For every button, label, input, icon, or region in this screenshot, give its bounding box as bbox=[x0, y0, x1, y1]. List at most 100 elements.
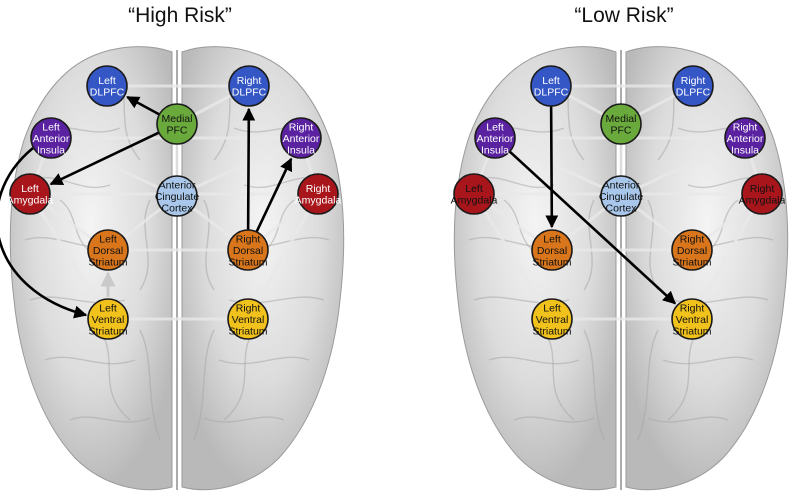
node-label-ramy: Right bbox=[306, 183, 331, 195]
node-label-acc: Cortex bbox=[162, 202, 194, 214]
node-label-rdlpfc: DLPFC bbox=[232, 87, 267, 99]
node-circle-rds bbox=[227, 229, 269, 271]
node-label-lds: Striatum bbox=[532, 256, 571, 268]
node-label-mpfc: Medial bbox=[162, 113, 193, 125]
edge-mpfc-lamy bbox=[49, 131, 160, 186]
node-label-rds: Right bbox=[236, 233, 261, 245]
node-label-mpfc: PFC bbox=[611, 125, 632, 137]
node-label-acc: Anterior bbox=[603, 179, 640, 191]
node-label-ldlpfc: Left bbox=[542, 75, 560, 87]
node-label-lai: Anterior bbox=[477, 133, 514, 145]
node-label-rai: Anterior bbox=[283, 133, 320, 145]
node-circle-lvs bbox=[87, 298, 129, 340]
node-circle-ramy bbox=[741, 173, 783, 215]
node-circle-lamy bbox=[9, 173, 51, 215]
node-label-rds: Striatum bbox=[228, 256, 267, 268]
node-circle-acc bbox=[156, 175, 198, 217]
node-label-lvs: Striatum bbox=[532, 325, 571, 337]
node-circle-lds bbox=[531, 229, 573, 271]
node-label-lai: Insula bbox=[37, 144, 65, 156]
node-label-rds: Right bbox=[680, 233, 705, 245]
node-label-rdlpfc: DLPFC bbox=[676, 87, 711, 99]
node-circle-ldlpfc bbox=[530, 65, 572, 107]
node-label-rvs: Striatum bbox=[672, 325, 711, 337]
node-label-acc: Anterior bbox=[159, 179, 196, 191]
node-label-rai: Insula bbox=[287, 144, 315, 156]
node-circle-ramy bbox=[297, 173, 339, 215]
node-label-rai: Insula bbox=[731, 144, 759, 156]
node-label-rdlpfc: Right bbox=[681, 75, 706, 87]
node-circle-lai bbox=[474, 117, 516, 159]
node-label-lvs: Left bbox=[543, 302, 561, 314]
node-circle-rdlpfc bbox=[228, 65, 270, 107]
node-circle-rds bbox=[671, 229, 713, 271]
node-circle-rvs bbox=[671, 298, 713, 340]
node-label-ldlpfc: DLPFC bbox=[90, 87, 125, 99]
node-label-ramy: Amygdala bbox=[295, 195, 342, 207]
node-label-lds: Striatum bbox=[88, 256, 127, 268]
node-label-lamy: Amygdala bbox=[451, 195, 498, 207]
node-label-rai: Right bbox=[733, 121, 758, 133]
node-label-acc: Cingulate bbox=[155, 191, 200, 203]
node-circle-lds bbox=[87, 229, 129, 271]
node-label-lds: Dorsal bbox=[537, 245, 567, 257]
node-label-rvs: Right bbox=[680, 302, 705, 314]
node-label-lai: Left bbox=[42, 121, 60, 133]
node-label-acc: Cingulate bbox=[599, 191, 644, 203]
edge-lai-rvs bbox=[508, 150, 677, 305]
node-label-rai: Anterior bbox=[727, 133, 764, 145]
node-circle-lamy bbox=[453, 173, 495, 215]
node-label-rvs: Striatum bbox=[228, 325, 267, 337]
node-label-rds: Dorsal bbox=[233, 245, 263, 257]
edge-rds-rdlpfc bbox=[242, 107, 256, 231]
node-label-ramy: Amygdala bbox=[739, 195, 786, 207]
node-label-rvs: Ventral bbox=[232, 314, 265, 326]
edge-ldlpfc-lds bbox=[545, 105, 559, 229]
node-label-lvs: Ventral bbox=[536, 314, 569, 326]
node-label-lds: Left bbox=[543, 233, 561, 245]
node-label-mpfc: PFC bbox=[167, 125, 188, 137]
node-label-ldlpfc: DLPFC bbox=[534, 87, 569, 99]
edges-high bbox=[0, 95, 293, 319]
node-label-rai: Right bbox=[289, 121, 314, 133]
nodes-low: LeftDLPFCRightDLPFCMedialPFCLeftAnterior… bbox=[451, 65, 786, 340]
node-label-lai: Anterior bbox=[33, 133, 70, 145]
edge-lai-lvs bbox=[0, 146, 88, 319]
node-label-lds: Dorsal bbox=[93, 245, 123, 257]
node-circle-rai bbox=[724, 117, 766, 159]
node-circle-rvs bbox=[227, 298, 269, 340]
panel-title-low-risk: “Low Risk” bbox=[574, 4, 674, 27]
node-circle-mpfc bbox=[156, 103, 198, 145]
node-label-lamy: Amygdala bbox=[7, 195, 54, 207]
node-label-rvs: Ventral bbox=[676, 314, 709, 326]
node-circle-lai bbox=[30, 117, 72, 159]
node-label-rds: Striatum bbox=[672, 256, 711, 268]
node-label-lai: Insula bbox=[481, 144, 509, 156]
node-circle-ldlpfc bbox=[86, 65, 128, 107]
node-circle-rdlpfc bbox=[672, 65, 714, 107]
node-circle-mpfc bbox=[600, 103, 642, 145]
node-circle-lvs bbox=[531, 298, 573, 340]
edges-low bbox=[508, 105, 677, 305]
node-label-lvs: Striatum bbox=[88, 325, 127, 337]
node-label-ldlpfc: Left bbox=[98, 75, 116, 87]
node-label-ramy: Right bbox=[750, 183, 775, 195]
node-label-rvs: Right bbox=[236, 302, 261, 314]
